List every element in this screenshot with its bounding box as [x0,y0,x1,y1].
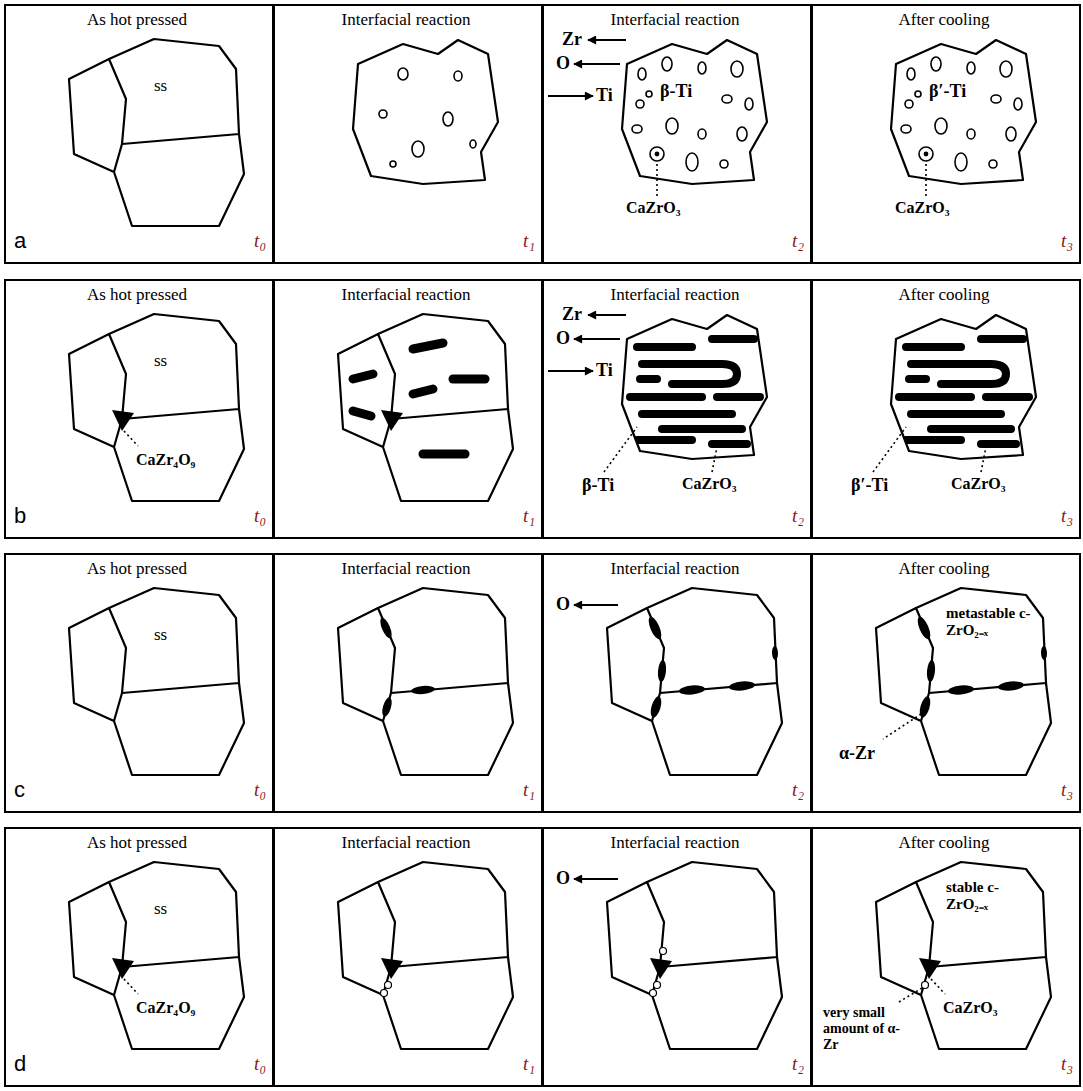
panel-art [338,862,513,1049]
panel-heading: Interfacial reaction [542,559,808,579]
phase-label: ss [154,899,167,919]
phase-label: metastable c-ZrO₂₋ₓ [946,605,1031,640]
time-label: t₀ [204,505,266,527]
panel-heading: Interfacial reaction [542,10,808,30]
stage-panel: After cooling metastable c-ZrO₂₋ₓ α-Zr t₃ [811,553,1081,813]
panel-art [69,862,244,1049]
panel-art [574,862,782,1049]
phase-label: O [556,328,570,349]
phase-label: Ti [596,85,613,106]
stage-panel: As hot pressed ss a t₀ [4,4,274,264]
phase-label: β′-Ti [851,475,888,496]
stage-panel: Interfacial reactionZrO Ti β-TiCaZrO₃ t₂ [542,4,812,264]
panel-heading: As hot pressed [4,833,270,853]
panel-art [69,39,244,226]
phase-label: O [556,868,570,889]
phase-label: β-Ti [582,475,614,496]
stage-panel: Interfacial reaction t₁ [273,4,543,264]
phase-label: α-Zr [839,743,875,764]
time-label: t₁ [473,505,535,527]
phase-label: CaZrO₃ [951,475,1006,493]
stage-panel: As hot pressed ss c t₀ [4,553,274,813]
phase-label: O [556,53,570,74]
time-label: t₁ [473,779,535,801]
phase-label: CaZrO₃ [626,199,681,217]
panel-heading: After cooling [811,10,1077,30]
time-label: t₀ [204,779,266,801]
stage-panel: As hot pressed ssCaZr₄O₉ b t₀ [4,279,274,539]
panel-art [876,862,1051,1049]
phase-label: β-Ti [660,81,692,102]
stage-panel: Interfacial reactionZrO Ti β-Ti CaZrO₃ t₂ [542,279,812,539]
panel-art [353,40,498,184]
panel-heading: As hot pressed [4,10,270,30]
panel-letter: a [14,228,26,253]
phase-label: CaZr₄O₉ [136,451,195,469]
panel-heading: As hot pressed [4,285,270,305]
panel-art [548,315,767,472]
phase-label: CaZrO₃ [682,475,737,493]
phase-label: Zr [562,304,582,325]
panel-letter: d [14,1051,26,1076]
stage-panel: After cooling β′-Ti CaZrO₃ t₃ [811,279,1081,539]
stage-panel: After cooling stable c-ZrO₂₋ₓ very small a… [811,827,1081,1087]
phase-label: β′-Ti [929,81,966,102]
panel-heading: As hot pressed [4,559,270,579]
panel-art [876,588,1051,775]
stage-panel: As hot pressed ssCaZr₄O₉ d t₀ [4,827,274,1087]
panel-art [69,314,244,501]
time-label: t₃ [1011,779,1073,801]
time-label: t₀ [204,1053,266,1075]
time-label: t₃ [1011,230,1073,252]
time-label: t₂ [742,505,804,527]
phase-label: CaZr₄O₉ [136,999,195,1017]
panel-heading: Interfacial reaction [273,10,539,30]
panel-letter: b [14,503,26,528]
stage-panel: After cooling β′-TiCaZrO₃ t₃ [811,4,1081,264]
panel-heading: Interfacial reaction [542,833,808,853]
panel-art [548,40,767,196]
panel-art [69,588,244,775]
panel-heading: Interfacial reaction [542,285,808,305]
time-label: t₃ [1011,1053,1073,1075]
panel-heading: Interfacial reaction [273,559,539,579]
panel-heading: After cooling [811,833,1077,853]
panel-heading: After cooling [811,559,1077,579]
panel-heading: After cooling [811,285,1077,305]
time-label: t₂ [742,230,804,252]
panel-heading: Interfacial reaction [273,285,539,305]
time-label: t₁ [473,1053,535,1075]
panel-art [338,588,513,775]
stage-panel: Interfacial reactionOt₂ [542,827,812,1087]
panel-art [338,314,513,501]
phase-label: CaZrO₃ [895,199,950,217]
phase-label: Ti [596,360,613,381]
time-label: t₃ [1011,505,1073,527]
time-label: t₀ [204,230,266,252]
time-label: t₁ [473,230,535,252]
stage-panel: Interfacial reactionOt₂ [542,553,812,813]
phase-label: Zr [562,29,582,50]
phase-label: very small amount of α-Zr [823,1005,901,1053]
panel-art [574,588,782,775]
stage-panel: Interfacial reaction t₁ [273,279,543,539]
time-label: t₂ [742,1053,804,1075]
phase-label: O [556,594,570,615]
phase-label: ss [154,625,167,645]
phase-label: CaZrO₃ [943,999,998,1017]
panel-letter: c [14,777,25,802]
phase-label: ss [154,351,167,371]
panel-art [891,40,1036,196]
panel-heading: Interfacial reaction [273,833,539,853]
stage-panel: Interfacial reaction t₁ [273,827,543,1087]
panel-art [873,315,1036,472]
time-label: t₂ [742,779,804,801]
phase-label: ss [154,76,167,96]
phase-label: stable c-ZrO₂₋ₓ [946,879,1031,914]
stage-panel: Interfacial reaction t₁ [273,553,543,813]
